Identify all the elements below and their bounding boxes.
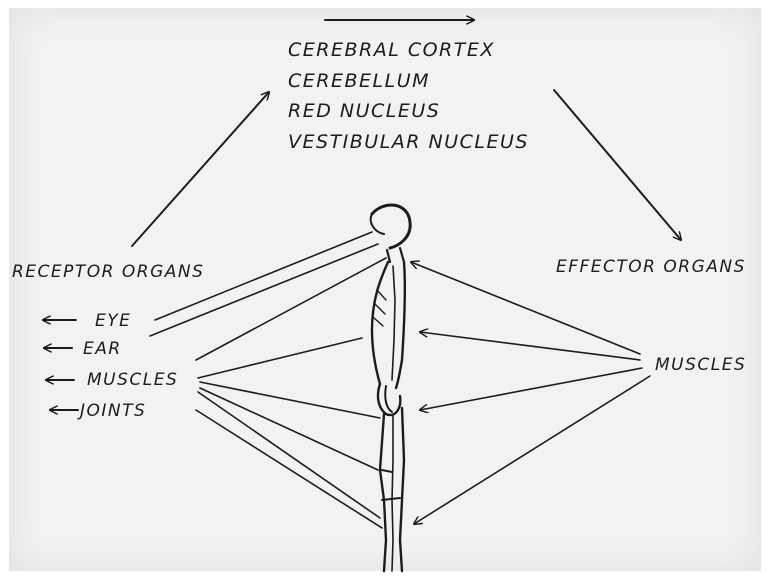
- center-to-effector-arrow: [554, 90, 681, 240]
- receptor-item-ear: EAR: [83, 339, 122, 359]
- receptor-item-joints: JOINTS: [77, 401, 146, 421]
- center-label-cerebellum: CEREBELLUM: [288, 70, 430, 92]
- center-label-vestibular-nucleus: VESTIBULAR NUCLEUS: [288, 131, 529, 153]
- effector-item-muscles: MUSCLES: [655, 355, 746, 375]
- efferent-arrows: [411, 262, 650, 524]
- center-label-cerebral-cortex: CEREBRAL CORTEX: [288, 39, 495, 61]
- effector-organs-title: EFFECTOR ORGANS: [556, 257, 746, 277]
- receptor-to-center-arrow: [132, 92, 269, 246]
- receptor-item-muscles: MUSCLES: [87, 370, 178, 390]
- receptor-item-eye: EYE: [95, 311, 131, 331]
- receptor-organs-title: RECEPTOR ORGANS: [12, 262, 204, 282]
- center-label-red-nucleus: RED NUCLEUS: [288, 100, 440, 122]
